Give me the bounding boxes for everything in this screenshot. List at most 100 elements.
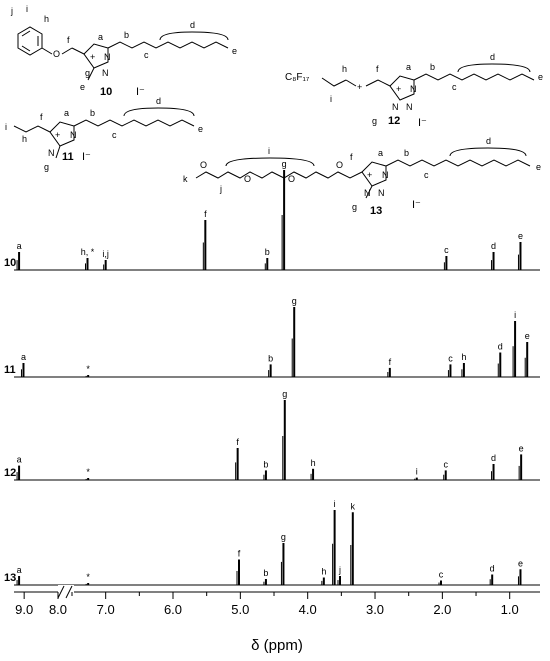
s11-label-n3: N (48, 148, 55, 158)
peak-label: a (17, 565, 22, 575)
peak-label: f (389, 357, 392, 367)
s10-label-o: O (53, 49, 60, 59)
s10-number: 10 (100, 86, 112, 98)
triazole-ring-12 (389, 75, 415, 101)
s12-label-c: c (452, 82, 457, 92)
x-tick-label: 5.0 (231, 602, 249, 617)
s12-label-plus: + (396, 84, 401, 94)
s13-label-k: k (183, 174, 188, 184)
peak-label: f (238, 549, 241, 559)
peak-label: e (525, 331, 530, 341)
s11-label-f: f (40, 112, 43, 122)
peak-label: b (263, 568, 268, 578)
s12-label-d: d (490, 52, 495, 62)
s13-label-i: i (268, 146, 270, 156)
peak-label: a (17, 241, 22, 251)
s13-label-g: g (352, 202, 357, 212)
peak-label: a (21, 352, 26, 362)
peak-label: * (86, 364, 90, 374)
peak-label: b (263, 459, 268, 469)
peak-label: i (334, 499, 336, 509)
spectrum-name: 11 (4, 364, 16, 376)
triazole-ring-13 (361, 161, 387, 187)
s13-label-j: j (219, 184, 222, 194)
s12-label-a: a (406, 62, 411, 72)
peak-label: d (491, 453, 496, 463)
peak-label: j (338, 565, 341, 575)
s11-label-a: a (64, 108, 69, 118)
s13-label-c: c (424, 170, 429, 180)
structure-10 (17, 26, 229, 81)
s13-label-d: d (486, 136, 491, 146)
s10-label-n3: g (85, 68, 90, 78)
peak-label: b (268, 353, 273, 363)
x-tick-label: 2.0 (433, 602, 451, 617)
peak-label: a (17, 455, 22, 465)
structure-12-labels: C₈F₁₇ i h + f a b c d e N + N N g 12 I⁻ (285, 52, 543, 129)
structure-10-labels: j i h O f a N + N g e b c d e 10 I⁻ (10, 4, 237, 98)
peak-label: g (281, 532, 286, 542)
s10-label-j: j (10, 6, 13, 16)
peak-label: d (498, 342, 503, 352)
s12-label-e: e (538, 72, 543, 82)
s12-label-g: g (372, 116, 377, 126)
s13-label-n1: N (382, 170, 389, 180)
peak-label: g (292, 296, 297, 306)
triazole-ring (83, 43, 109, 69)
x-tick-label: 4.0 (299, 602, 317, 617)
s10-label-e: e (232, 46, 237, 56)
s12-counterion: I⁻ (418, 117, 427, 129)
s12-label-b: b (430, 62, 435, 72)
s12-label-n3: N (392, 102, 399, 112)
peak-label: f (204, 209, 207, 219)
s12-label-o: + (357, 82, 362, 92)
s12-number: 12 (388, 115, 400, 127)
axis-break-mark-1 (57, 585, 65, 599)
peak-label: h (321, 567, 326, 577)
peak-label: k (351, 501, 356, 511)
triazole-ring-11 (49, 121, 75, 147)
peak-label: c (439, 570, 444, 580)
s13-label-plus: + (367, 170, 372, 180)
axis-break-mark-2 (65, 585, 73, 599)
s11-label-d: d (156, 96, 161, 106)
peak-label: f (236, 437, 239, 447)
structure-13-labels: k O j i O O O f a b c d e N + N N g 13 I… (183, 136, 541, 217)
s12-label-f: f (376, 64, 379, 74)
s13-number: 13 (370, 205, 382, 217)
peak-label: c (443, 459, 448, 469)
s13-label-a: a (378, 148, 383, 158)
structure-11-labels: i h f a N + N g b c d e 11 I⁻ (5, 96, 203, 172)
x-tick-label: 8.0 (49, 602, 67, 617)
spectrum-name: 13 (4, 572, 16, 584)
peak-label: h, * (81, 247, 95, 257)
x-tick-label: 7.0 (97, 602, 115, 617)
s13-label-o3: O (288, 174, 295, 184)
x-axis-title: δ (ppm) (251, 637, 303, 654)
s10-label-g: e (80, 82, 85, 92)
s11-number: 11 (62, 151, 74, 163)
peak-label: e (519, 443, 524, 453)
peak-label: d (491, 241, 496, 251)
s13-label-e: e (536, 162, 541, 172)
s13-label-o4: O (336, 160, 343, 170)
s10-label-b: b (124, 30, 129, 40)
s11-label-n1: N (70, 130, 77, 140)
peak-label: g (282, 389, 287, 399)
s11-label-c: c (112, 130, 117, 140)
s10-counterion: I⁻ (136, 86, 145, 98)
s10-label-i: i (26, 4, 28, 14)
s12-label-h: h (342, 64, 347, 74)
s10-label-a: a (98, 32, 103, 42)
peak-label: * (86, 572, 90, 582)
s12-label-n1: N (410, 84, 417, 94)
s13-counterion: I⁻ (412, 199, 421, 211)
s11-counterion: I⁻ (82, 151, 91, 163)
